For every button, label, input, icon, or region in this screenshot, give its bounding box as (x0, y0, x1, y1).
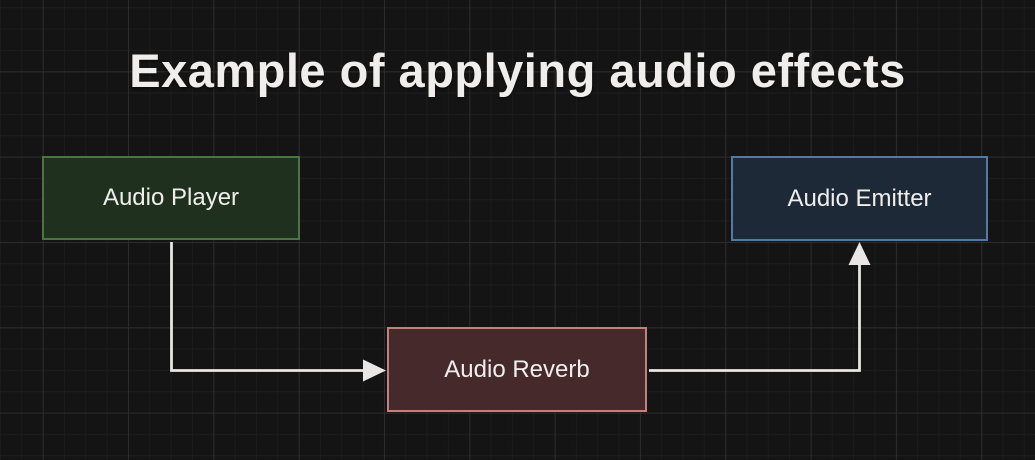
node-audio-reverb-label: Audio Reverb (444, 355, 590, 383)
node-audio-emitter-label: Audio Emitter (787, 184, 932, 212)
node-audio-emitter: Audio Emitter (731, 156, 988, 241)
node-audio-player-label: Audio Player (102, 184, 240, 211)
arrowhead-right-icon (363, 359, 386, 382)
node-audio-reverb: Audio Reverb (387, 327, 647, 412)
node-audio-player: Audio Player (42, 156, 300, 240)
arrowhead-up-icon (848, 242, 871, 265)
connector-player-to-reverb (170, 242, 364, 372)
connector-reverb-to-emitter (649, 262, 861, 372)
diagram-title: Example of applying audio effects (129, 44, 906, 97)
